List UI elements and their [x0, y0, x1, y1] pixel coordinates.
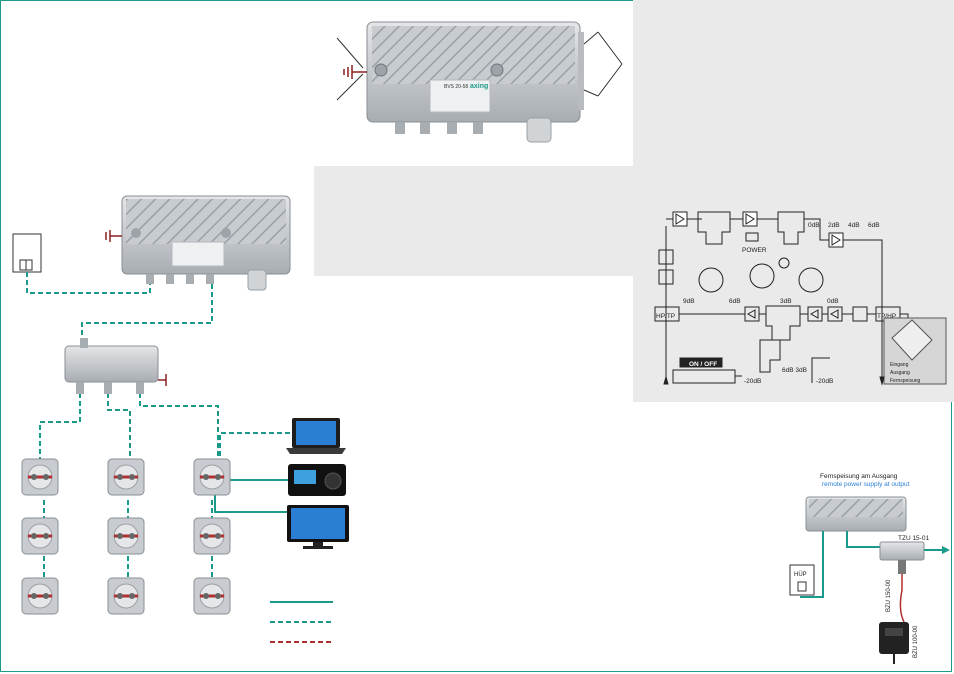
gain-2db-label: 2dB	[828, 222, 840, 229]
wall-socket	[107, 458, 145, 496]
slope-3db-label: 3dB	[780, 298, 792, 305]
wall-socket	[193, 517, 231, 555]
slope-0db-label: 0dB	[827, 298, 839, 305]
wall-socket	[21, 517, 59, 555]
on-off-label: ON / OFF	[689, 361, 717, 368]
hp-tp-label: HP/TP	[656, 313, 675, 320]
remote-power-title-de: Fernspeisung am Ausgang	[820, 473, 898, 480]
hup-label: HÜP	[794, 571, 807, 578]
legend-lines	[270, 601, 333, 643]
coax-cables-left	[26, 272, 290, 592]
receiver-icon	[288, 464, 346, 496]
bzu100-label: BZU 100-00	[913, 625, 919, 658]
coax-solid-links	[214, 479, 290, 513]
return-gain-label: 6dB 3dB	[782, 367, 807, 374]
wall-socket	[21, 458, 59, 496]
mounting-arrows	[583, 31, 623, 97]
tv-icon	[287, 505, 349, 549]
laptop-icon	[286, 418, 346, 454]
output-label: Ausgang	[890, 370, 910, 376]
remote-power-title-en: remote power supply at output	[822, 481, 910, 488]
ground-icon	[336, 37, 367, 101]
slope-9db-label: 9dB	[683, 298, 695, 305]
bzu150-label: BZU 150-00	[886, 579, 892, 612]
gain-6db-label: 6dB	[868, 222, 880, 229]
power-supply-icon	[879, 622, 909, 664]
amplifier-large: BVS 20-58 axing	[366, 21, 584, 143]
attenuation-right-label: -20dB	[816, 378, 833, 385]
amp-brand-label: axing	[470, 83, 488, 90]
block-diagram	[654, 211, 947, 386]
input-label: Eingang	[890, 362, 909, 368]
wall-socket	[21, 577, 59, 615]
power-label: POWER	[742, 247, 767, 254]
block-diagram-labels: POWER HP/TP TP/HP ON / OFF -20dB -20dB 0…	[656, 222, 921, 385]
amp-model-label: BVS 20-58	[444, 84, 468, 90]
socket-icon	[21, 458, 231, 615]
slope-6db-label: 6dB	[729, 298, 741, 305]
wall-socket	[107, 517, 145, 555]
gain-0db-label: 0dB	[808, 222, 820, 229]
house-transfer-point	[12, 233, 42, 273]
ground-icon	[105, 230, 122, 242]
gain-4db-label: 4dB	[848, 222, 860, 229]
splitter-icon	[64, 338, 167, 394]
amplifier-small	[121, 195, 291, 291]
middle-panel	[314, 166, 633, 276]
remote-power-inset: Fernspeisung am Ausgang remote power sup…	[789, 473, 950, 664]
wall-socket	[107, 577, 145, 615]
wall-socket	[193, 577, 231, 615]
tp-hp-label: TP/HP	[877, 313, 896, 320]
tzu-label: TZU 15-01	[898, 535, 929, 542]
remote-feed-label: Fernspeisung	[890, 378, 921, 384]
attenuation-left-label: -20dB	[744, 378, 761, 385]
wall-socket	[193, 458, 231, 496]
